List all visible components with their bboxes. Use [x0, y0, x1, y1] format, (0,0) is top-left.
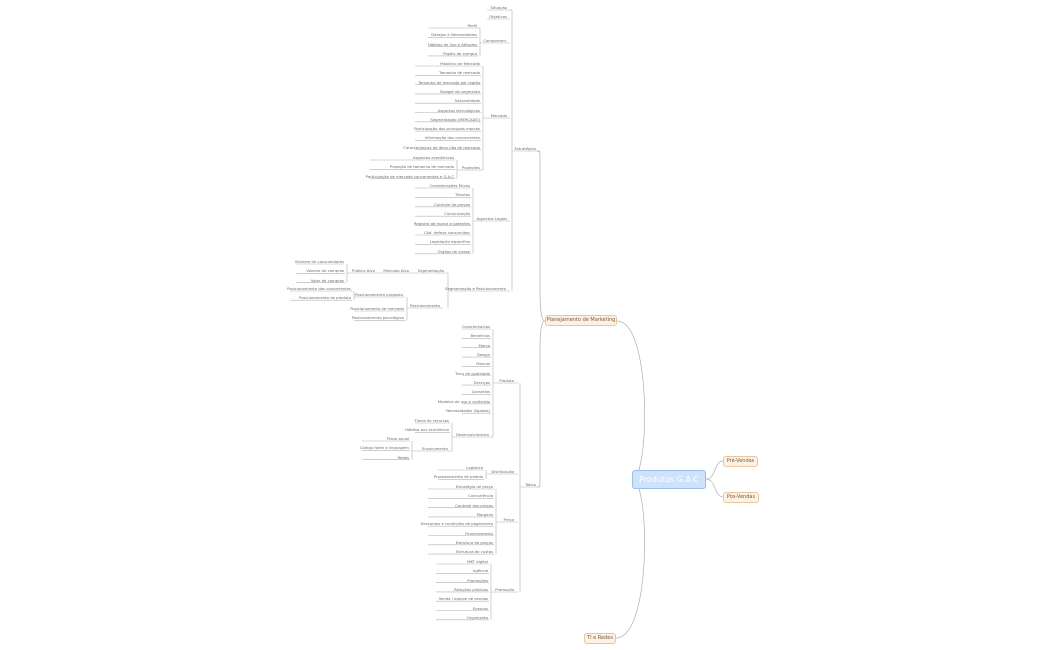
node-agencia[interactable]: Agência — [472, 568, 488, 574]
node-envolvimento[interactable]: Envolvimento — [422, 446, 448, 451]
node-registro-de-marca-e-patentes[interactable]: Registro de marca e patentes — [413, 220, 470, 226]
node-marca[interactable]: Marca — [478, 342, 491, 348]
node-mercado[interactable]: Mercado — [490, 113, 507, 118]
node-publico-alvo[interactable]: Público Alvo — [352, 268, 375, 273]
node-aspectos-economicos[interactable]: Aspectos econômicos — [412, 155, 454, 160]
branch-pos-vendas[interactable]: Pós-Vendas — [723, 492, 759, 503]
branch-ti-redes[interactable]: TI e Redes — [584, 633, 616, 644]
node-preco[interactable]: Preço — [503, 517, 514, 522]
node-posicionamento[interactable]: Posicionamento — [410, 303, 440, 308]
node-informacao-dos-concorrentes[interactable]: Informação dos concorrentes — [424, 135, 480, 141]
node-aspectos-tecnologicos[interactable]: Aspectos tecnológicos — [437, 107, 480, 113]
node-legislacao-especifica[interactable]: Legislação específica — [429, 239, 470, 245]
node-modelos-de-uso-e-conteudo[interactable]: Modelos de uso e conteúdo — [437, 398, 490, 404]
node-segmentacao[interactable]: Segmentação — [417, 268, 444, 273]
node-posicionamento-dos-concorrentes[interactable]: Posicionamento dos concorrentes — [287, 286, 351, 291]
node-desejos-e-necessidades[interactable]: Desejos e Necessidades — [431, 32, 477, 38]
node-budget-do-segmento[interactable]: Budget do segmento — [440, 88, 480, 94]
branch-pre-vendas[interactable]: Pré-Vendas — [723, 456, 758, 467]
node-comunicacao[interactable]: Comunicação — [444, 211, 470, 217]
node-situacao[interactable]: Situação — [490, 5, 507, 10]
node-mkt-digital[interactable]: MKT digital — [467, 559, 488, 564]
node-promocao[interactable]: Promoção — [495, 587, 514, 592]
node-segmentacao-e-posicionamento[interactable]: Segmentação e Posicionamento — [445, 286, 506, 291]
branch-planejamento-marketing[interactable]: Planejamento de Marketing — [545, 315, 617, 326]
node-tributos[interactable]: Tributos — [455, 192, 470, 198]
node-objetivos[interactable]: Objetivos — [489, 14, 507, 19]
node-controle-de-precos[interactable]: Controle de preços — [434, 201, 470, 207]
node-papeis-de-compra[interactable]: Papéis de compra — [443, 50, 477, 56]
node-controle-dos-precos[interactable]: Controle dos preços — [455, 502, 493, 508]
branch-curve — [616, 320, 645, 480]
node-codigo-fonte-e-linguagem[interactable]: Código fonte e linguagem — [359, 445, 409, 451]
node-beneficios[interactable]: Benefícios — [470, 333, 490, 339]
node-eventos[interactable]: Eventos — [472, 605, 488, 611]
node-caracteristicas-de-itens-nao-de-mercado[interactable]: Características de itens não de mercado — [403, 144, 480, 150]
node-aspectos-legais[interactable]: Aspectos Legais — [476, 216, 507, 221]
root-node-produtos-gac[interactable]: Produtos G.A.C — [632, 470, 706, 489]
node-descontos-e-condicoes-de-pagamento[interactable]: Descontos e condições de pagamento — [420, 521, 494, 527]
branch-curve — [536, 150, 546, 322]
node-relacoes-publicas[interactable]: Relações públicas — [454, 586, 488, 592]
node-venda-equipe-de-vendas[interactable]: Venda / equipe de vendas — [438, 596, 488, 602]
node-estrategia-de-preco[interactable]: Estratégia de preço — [455, 484, 493, 489]
node-projecoes[interactable]: Projeções — [461, 165, 480, 170]
node-tamanho-de-mercado[interactable]: Tamanho de mercado — [439, 70, 480, 76]
node-posicionamento-proposto[interactable]: Posicionamento proposto — [355, 292, 403, 297]
node-consideracoes-eticas[interactable]: Considerações Éticas — [429, 183, 470, 188]
node-volume-de-compras[interactable]: Volume de compras — [306, 268, 344, 274]
node-participacao-dos-principais-marcas[interactable]: Participação dos principais marcas — [414, 126, 480, 132]
node-promocoes[interactable]: Promoções — [467, 577, 488, 583]
node-financiamento[interactable]: Financiamento — [465, 530, 493, 536]
node-produto[interactable]: Produto — [499, 378, 514, 383]
node-cod-defesa-consumidor[interactable]: Cód. defesa consumidor — [424, 230, 470, 235]
node-processamento-de-pedido[interactable]: Processamento de pedido — [433, 474, 483, 480]
branch-curve — [705, 478, 724, 498]
node-posicionamento-do-produto[interactable]: Posicionamento do produto — [299, 295, 351, 301]
node-habitos-de-uso-e-atitudes[interactable]: Hábitos de Uso e Atitudes — [427, 41, 477, 47]
node-participacao-de-mercado-concorrentes-e-g-a-c[interactable]: Participação de mercado concorrentes e G… — [365, 173, 454, 179]
node-manual[interactable]: Manual — [476, 361, 490, 367]
node-posicionamento-psicologico[interactable]: Posicionamento psicológico — [351, 315, 404, 321]
node-times-de-recursos[interactable]: Times de recursos — [414, 418, 449, 423]
node-sazonalidade[interactable]: Sazonalidade — [454, 98, 480, 104]
node-estrutura-de-precos[interactable]: Estrutura de preços — [455, 539, 493, 545]
node-valor-de-compras[interactable]: Valor de compras — [310, 277, 344, 283]
node-estrategico[interactable]: Estratégico — [514, 146, 536, 151]
node-habitos-por-economico[interactable]: Hábitos por econômico — [405, 427, 449, 433]
node-concorrencia[interactable]: Concorrência — [468, 493, 493, 499]
node-projecao-de-tamanho-de-mercado[interactable]: Projeção de tamanho de mercado — [389, 164, 454, 170]
branch-curve — [615, 478, 645, 639]
node-estrutura-de-custos[interactable]: Estrutura de custos — [455, 549, 493, 555]
node-orcamento[interactable]: Orçamento — [466, 614, 488, 620]
branch-curve — [705, 460, 724, 480]
node-orgaos-de-classe[interactable]: Órgãos de classe — [437, 248, 470, 254]
node-margens[interactable]: Margens — [476, 511, 493, 517]
node-desenvolvimento[interactable]: Desenvolvimento — [455, 432, 489, 437]
node-garantias[interactable]: Garantias — [471, 389, 490, 395]
node-tiers-de-qualidade[interactable]: Tiers de qualidade — [454, 370, 490, 376]
node-numero-de-consumidores[interactable]: Número de consumidores — [295, 259, 344, 264]
node-comportam[interactable]: Comportam. — [483, 38, 507, 43]
node-perfil[interactable]: Perfil — [467, 23, 478, 28]
node-logistica[interactable]: Logística — [466, 465, 483, 470]
node-redes[interactable]: Redes — [397, 454, 409, 460]
node-necessidades-ligadas[interactable]: Necessidades (ligadas) — [446, 408, 490, 414]
node-historico-de-mercado[interactable]: Histórico de Mercado — [439, 61, 480, 66]
node-posicionamento-de-mercado[interactable]: Posicionamento de mercado — [350, 306, 404, 311]
node-tatico[interactable]: Tático — [525, 482, 536, 487]
node-caracteristicas[interactable]: Características — [461, 324, 490, 329]
node-mercado-alvo[interactable]: Mercado Alvo — [383, 268, 409, 273]
node-design[interactable]: Design — [476, 352, 490, 358]
node-plano-anual[interactable]: Plano anual — [386, 436, 409, 441]
node-distribuicao[interactable]: Distribuição — [491, 469, 514, 474]
node-tamanho-de-mercado-por-regiao[interactable]: Tamanho de mercado por região — [418, 79, 480, 85]
node-segmentacao-mercado[interactable]: Segmentação (MERCADO) — [430, 116, 480, 122]
branch-curve — [536, 320, 546, 488]
node-servicos[interactable]: Serviços — [474, 380, 490, 386]
